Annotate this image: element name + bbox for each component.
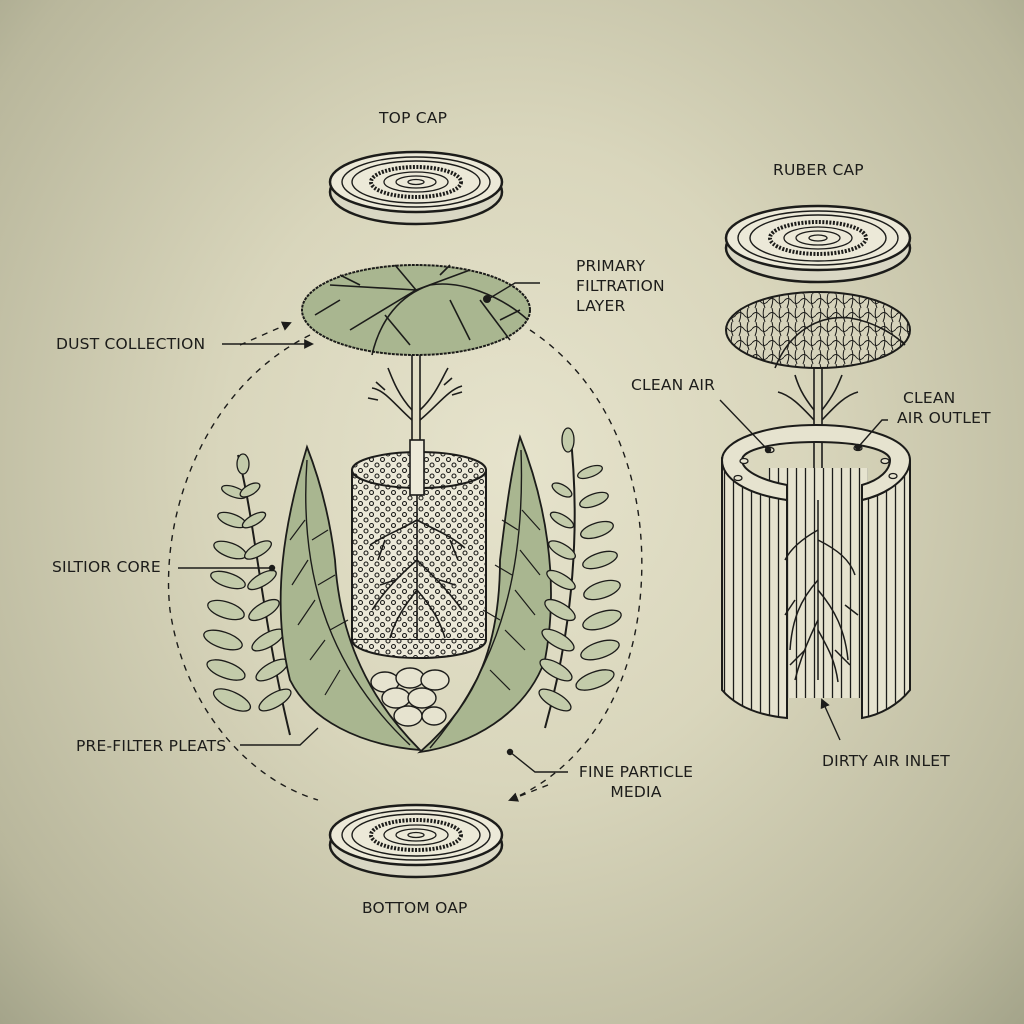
rubber-cap-disc (724, 204, 912, 284)
serrated-leaf-right (417, 434, 552, 754)
airflow-dashed-loop (167, 321, 643, 802)
label-primary-filtration-line3: LAYER (576, 297, 626, 315)
leaf-filtration-layer (301, 264, 531, 356)
root-system-core (369, 495, 466, 640)
label-pre-filter-pleats: PRE-FILTER PLEATS (76, 737, 227, 755)
serrated-leaf-left (279, 444, 423, 752)
label-bottom-cap: BOTTOM OAP (362, 899, 468, 917)
leader-lines-right (719, 399, 888, 741)
pleated-cylinder-cutaway (720, 423, 912, 720)
label-clean-air-outlet-line1: CLEAN (903, 389, 956, 407)
label-primary-filtration-layer: PRIMARY FILTRATION LAYER (576, 256, 665, 316)
leader-lines-left (178, 282, 568, 773)
mesh-canopy-layer (725, 291, 911, 369)
label-rubber-cap: RUBER CAP (773, 161, 864, 179)
label-clean-air: CLEAN AIR (631, 376, 716, 394)
pebble-media (370, 667, 450, 727)
fern-frond-left (203, 453, 292, 736)
label-dust-collection: DUST COLLECTION (56, 335, 206, 353)
label-dirty-air-inlet: DIRTY AIR INLET (822, 752, 950, 770)
top-cap-disc (328, 150, 504, 226)
root-system-right (784, 500, 859, 683)
label-fine-media-line1: FINE PARTICLE (578, 763, 694, 781)
label-primary-filtration-line1: PRIMARY (576, 257, 646, 275)
label-top-cap: TOP CAP (379, 109, 448, 127)
bottom-cap-disc (328, 803, 504, 879)
label-clean-air-outlet-line2: AIR OUTLET (897, 409, 991, 427)
label-fine-particle-media: FINE PARTICLE MEDIA (572, 762, 700, 802)
label-core: SILTIOR CORE (52, 558, 161, 576)
label-clean-air-outlet: CLEAN AIR OUTLET (897, 388, 991, 428)
label-fine-media-line2: MEDIA (610, 783, 662, 801)
fern-frond-right (538, 427, 622, 729)
label-primary-filtration-line2: FILTRATION (576, 277, 665, 295)
perforated-core-cylinder (351, 439, 487, 659)
